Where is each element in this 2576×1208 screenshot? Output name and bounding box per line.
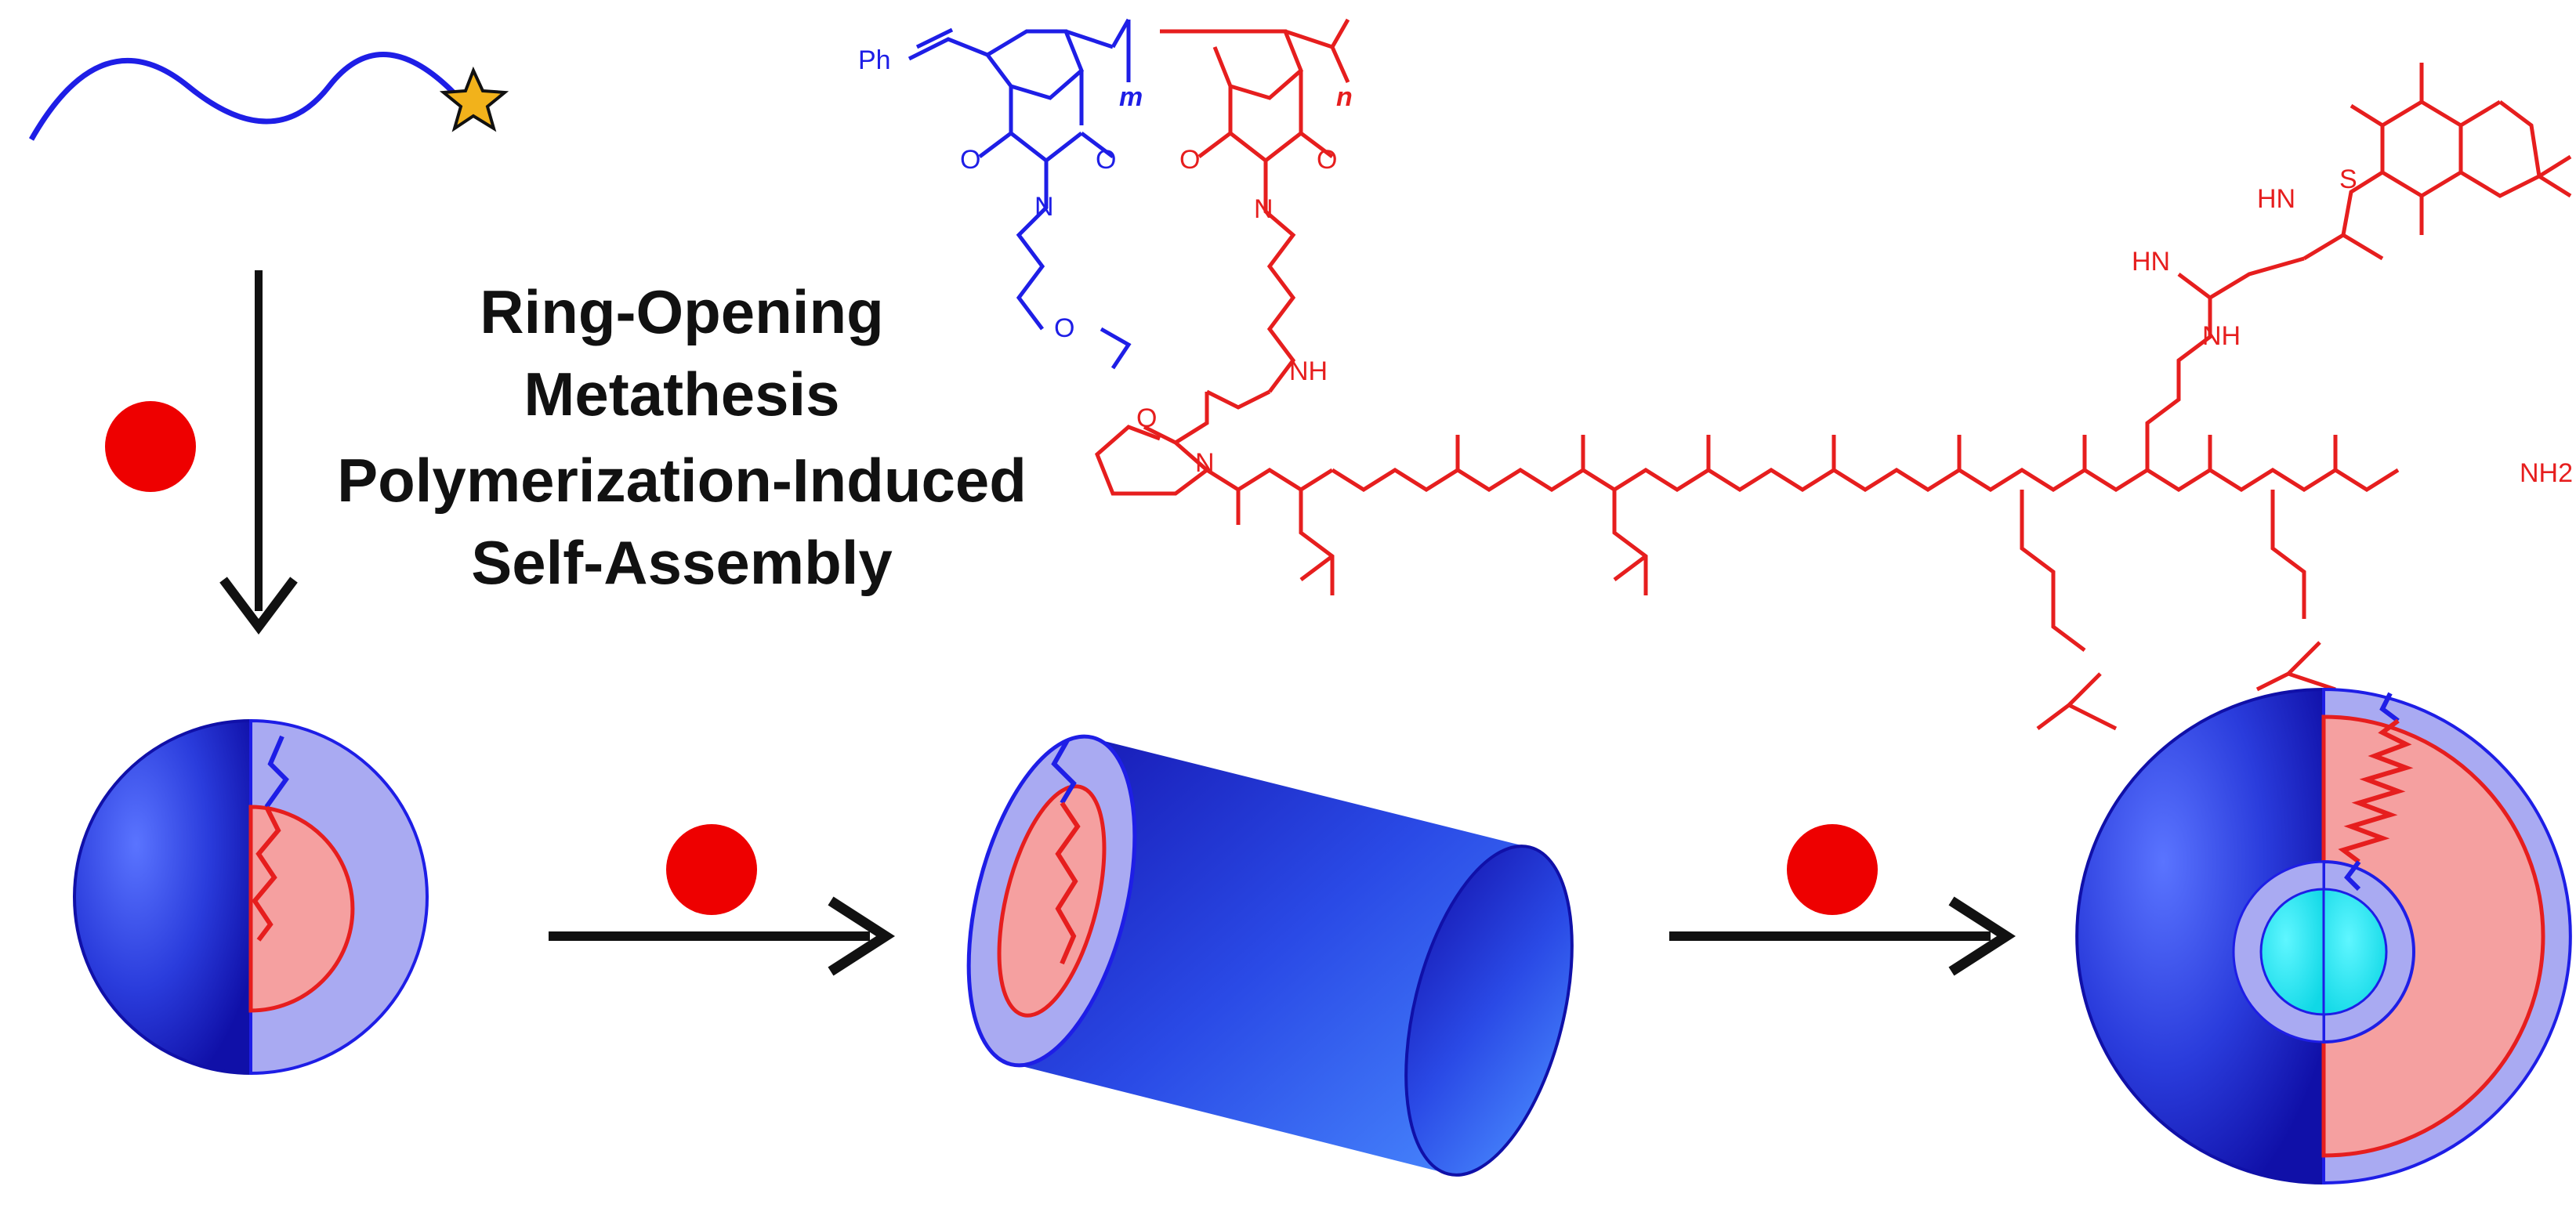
oxygen-red-right: O <box>1317 145 1337 175</box>
down-arrow <box>219 270 298 635</box>
transition-arrow-2 <box>1669 896 2016 976</box>
sulfonamide-hn: HN <box>2257 184 2295 214</box>
oxygen-peg: O <box>1054 313 1074 343</box>
imine-hn: HN <box>2132 247 2170 277</box>
hydrophilic-block-structure <box>908 18 1132 370</box>
amine-nh: NH <box>1289 356 1328 386</box>
label-line-1: Ring-Opening <box>480 277 884 346</box>
cylindrical-micelle <box>966 734 1574 1177</box>
amine-guan: NH <box>2202 321 2241 351</box>
repeat-m: m <box>1119 82 1143 112</box>
vesicle <box>2075 687 2572 1185</box>
nitrogen-red: N <box>1254 194 1274 224</box>
nitrogen-pro: N <box>1195 448 1215 478</box>
monomer-dot-1 <box>105 401 196 492</box>
nitrogen-blue: N <box>1034 192 1054 222</box>
peptide-block-structure <box>1095 18 2572 731</box>
oxygen-right: O <box>1096 145 1116 175</box>
macroinitiator-chain <box>28 52 509 141</box>
monomer-dot-2 <box>666 824 757 915</box>
star-icon <box>439 66 509 132</box>
label-line-2: Metathesis <box>524 360 839 429</box>
monomer-dot-3 <box>1787 824 1878 915</box>
polymer-chain-line <box>28 52 465 141</box>
oxygen-red-left: O <box>1179 145 1200 175</box>
transition-arrow-1 <box>549 896 896 976</box>
terminal-amide: NH2 <box>2520 458 2573 488</box>
sulfonyl-s: S <box>2339 165 2357 194</box>
oxygen-pro: O <box>1136 403 1157 433</box>
end-group-ph: Ph <box>858 45 891 75</box>
oxygen-left: O <box>960 145 980 175</box>
label-line-3: Polymerization-Induced <box>337 446 1027 515</box>
repeat-n: n <box>1336 82 1353 112</box>
spherical-micelle <box>73 718 429 1076</box>
label-line-4: Self-Assembly <box>471 528 893 597</box>
